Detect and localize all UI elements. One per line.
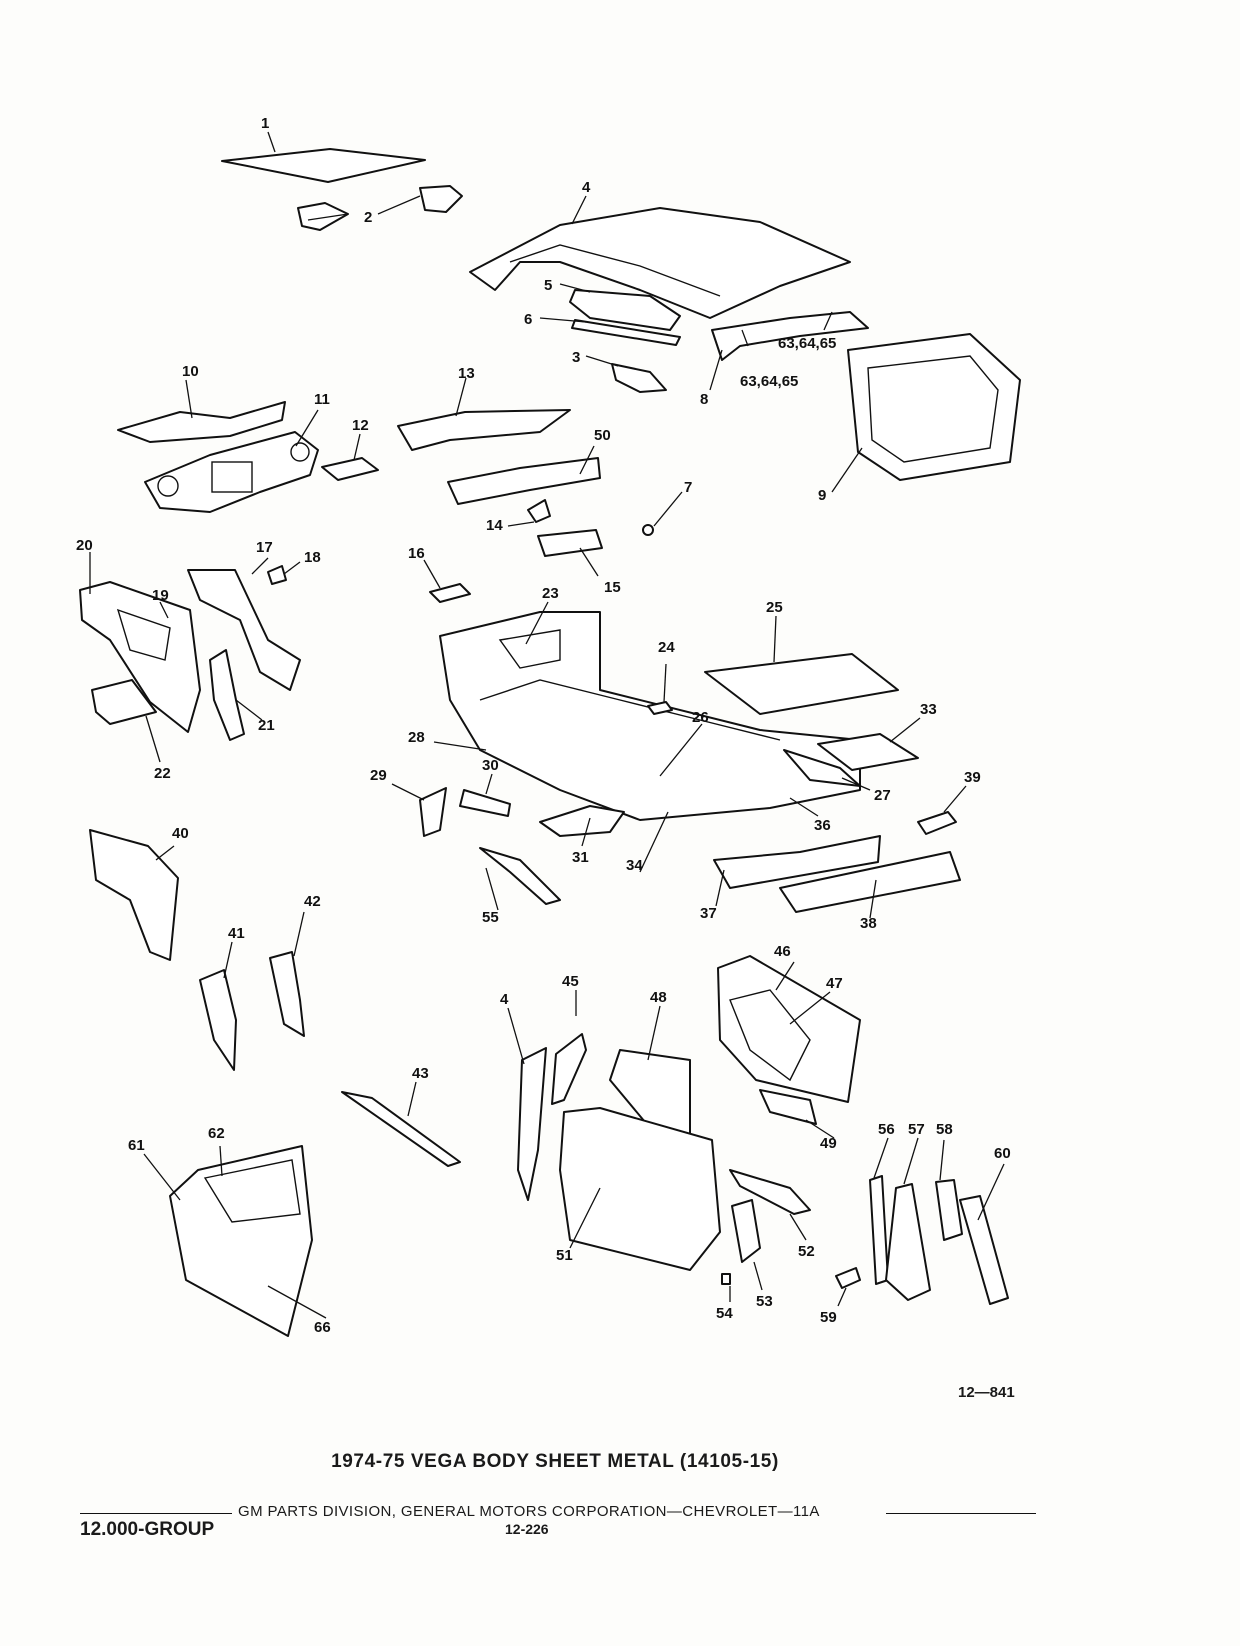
callout-14: 14 [486, 517, 503, 534]
callout-54: 54 [716, 1305, 733, 1322]
callout-41: 41 [228, 925, 245, 942]
callout-23: 23 [542, 585, 559, 602]
callout-51: 51 [556, 1247, 573, 1264]
callout-63-64-65-lower: 63,64,65 [740, 373, 798, 390]
callout-37: 37 [700, 905, 717, 922]
callout-17: 17 [256, 539, 273, 556]
callout-29: 29 [370, 767, 387, 784]
callout-34: 34 [626, 857, 643, 874]
callout-18: 18 [304, 549, 321, 566]
callout-42: 42 [304, 893, 321, 910]
callout-28: 28 [408, 729, 425, 746]
callout-13: 13 [458, 365, 475, 382]
leader-lines [89, 131, 1005, 1319]
callout-11: 11 [314, 391, 330, 408]
callout-60: 60 [994, 1145, 1011, 1162]
callout-7: 7 [684, 479, 692, 496]
callout-12: 12 [352, 417, 369, 434]
callout-24: 24 [658, 639, 675, 656]
callout-9: 9 [818, 487, 826, 504]
callout-5: 5 [544, 277, 552, 294]
callout-20: 20 [76, 537, 93, 554]
callout-31: 31 [572, 849, 589, 866]
callout-48: 48 [650, 989, 667, 1006]
callout-4-roof: 4 [582, 179, 591, 196]
callout-8: 8 [700, 391, 708, 408]
callout-6: 6 [524, 311, 532, 328]
callout-40: 40 [172, 825, 189, 842]
callout-27: 27 [874, 787, 891, 804]
footer-rule-right [886, 1513, 1036, 1514]
callout-49: 49 [820, 1135, 837, 1152]
callout-46: 46 [774, 943, 791, 960]
group-label: 12.000-GROUP [80, 1519, 215, 1540]
callout-16: 16 [408, 545, 425, 562]
callout-45: 45 [562, 973, 579, 990]
callout-30: 30 [482, 757, 499, 774]
callout-57: 57 [908, 1121, 925, 1138]
callout-62: 62 [208, 1125, 225, 1142]
callout-56: 56 [878, 1121, 895, 1138]
callout-55: 55 [482, 909, 499, 926]
callout-21: 21 [258, 717, 275, 734]
callout-59: 59 [820, 1309, 837, 1326]
page-number: 12-226 [505, 1521, 549, 1537]
footer-rule-left [80, 1513, 232, 1514]
callout-19: 19 [152, 587, 169, 604]
callout-22: 22 [154, 765, 171, 782]
callout-61: 61 [128, 1137, 145, 1154]
callout-53: 53 [756, 1293, 773, 1310]
callout-4-pillar: 4 [500, 991, 509, 1008]
callout-labels: 1 2 3 4 5 6 7 8 9 10 11 12 13 14 15 16 1… [76, 115, 1011, 1336]
callout-50: 50 [594, 427, 611, 444]
callout-25: 25 [766, 599, 783, 616]
callout-58: 58 [936, 1121, 953, 1138]
figure-number: 12—841 [958, 1384, 1015, 1401]
callout-3: 3 [572, 349, 580, 366]
callout-26: 26 [692, 709, 709, 726]
part-drawings [79, 148, 1021, 1337]
callout-10: 10 [182, 363, 199, 380]
diagram-title: 1974-75 VEGA BODY SHEET METAL (14105-15) [331, 1451, 779, 1472]
callout-33: 33 [920, 701, 937, 718]
callout-1: 1 [261, 115, 269, 132]
callout-39: 39 [964, 769, 981, 786]
callout-38: 38 [860, 915, 877, 932]
callout-66: 66 [314, 1319, 331, 1336]
footer-publisher: GM PARTS DIVISION, GENERAL MOTORS CORPOR… [238, 1503, 820, 1520]
callout-43: 43 [412, 1065, 429, 1082]
callout-15: 15 [604, 579, 621, 596]
callout-52: 52 [798, 1243, 815, 1260]
callout-47: 47 [826, 975, 843, 992]
callout-36: 36 [814, 817, 831, 834]
callout-63-64-65-upper: 63,64,65 [778, 335, 836, 352]
callout-2: 2 [364, 209, 372, 226]
